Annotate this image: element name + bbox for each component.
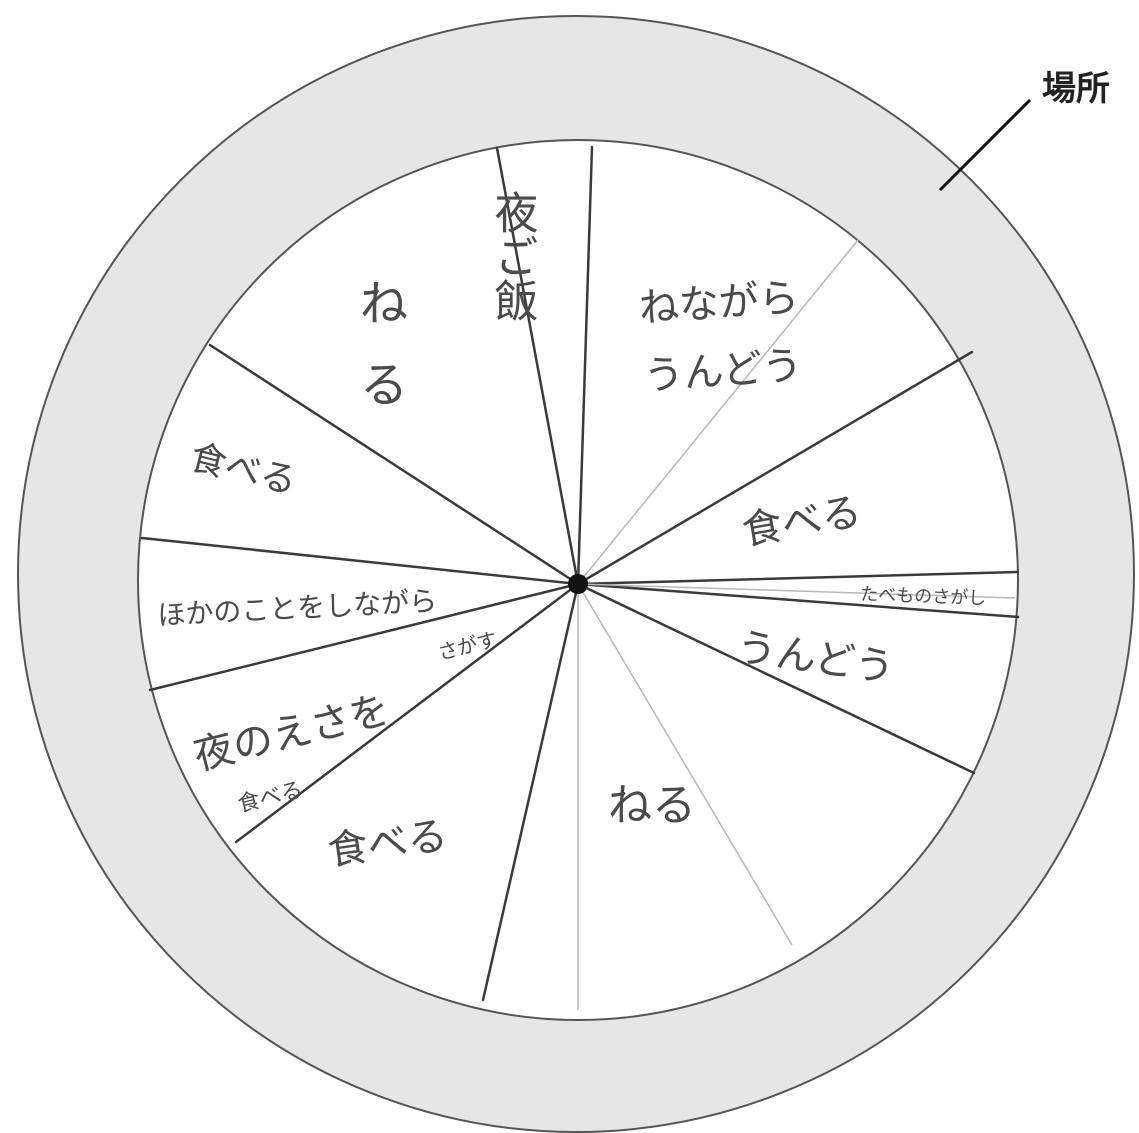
segment-label: ね る bbox=[360, 276, 423, 414]
divider-line bbox=[576, 582, 976, 775]
outer-ring-leader-line bbox=[938, 98, 1032, 192]
segment-label: ねながら うんどう bbox=[637, 274, 817, 400]
segment-label: たべものさがし bbox=[860, 584, 987, 609]
faint-divider-line bbox=[577, 239, 859, 585]
segment-label-line: る bbox=[360, 358, 408, 414]
faint-divider-line bbox=[577, 583, 793, 946]
segment-label-line: ね bbox=[360, 276, 408, 332]
divider-line bbox=[576, 350, 974, 586]
divider-line bbox=[576, 145, 594, 586]
divider-line bbox=[576, 582, 1020, 619]
segment-label: ねる bbox=[608, 780, 696, 831]
outer-ring-label: 場所 bbox=[1042, 69, 1110, 109]
segment-label-line: うんどう bbox=[642, 343, 804, 400]
segment-label-line: ねながら bbox=[637, 275, 800, 332]
divider-lines bbox=[140, 145, 1020, 1002]
center-dot bbox=[568, 574, 588, 594]
divider-line bbox=[234, 582, 580, 844]
faint-lines bbox=[577, 239, 1016, 1010]
divider-line bbox=[495, 146, 580, 586]
divider-line bbox=[140, 536, 580, 586]
divider-line bbox=[576, 570, 1020, 586]
segment-label: 夜ご飯 bbox=[487, 190, 538, 322]
divider-line bbox=[208, 343, 580, 586]
divider-line bbox=[481, 582, 580, 1002]
divider-line bbox=[148, 582, 580, 692]
faint-divider-line bbox=[577, 583, 1016, 599]
